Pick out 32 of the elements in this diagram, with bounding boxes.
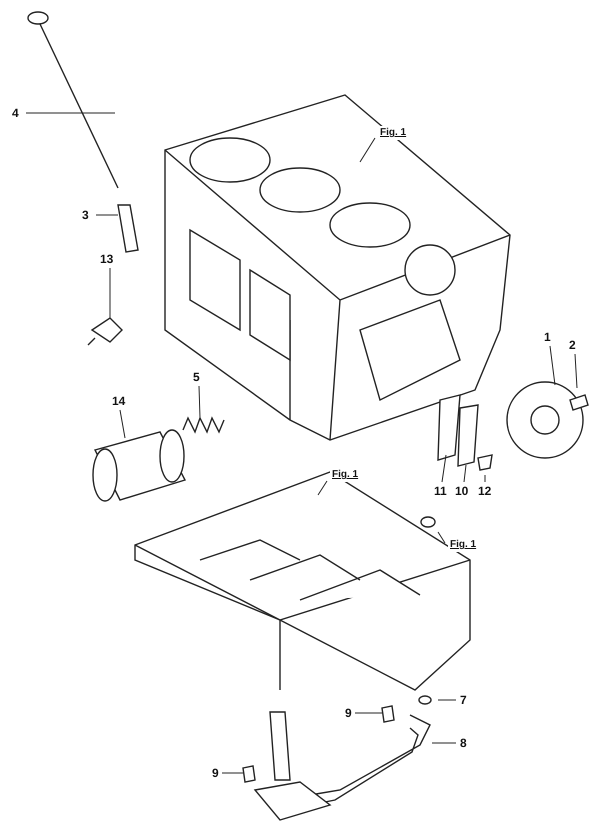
figure-reference: Fig. 1 (330, 468, 360, 482)
callout-number: 2 (569, 338, 576, 352)
callout-number: 13 (100, 252, 114, 266)
leader-line (222, 772, 244, 774)
leader-line (432, 742, 456, 744)
callout-number: 3 (82, 208, 89, 222)
callout-number: 10 (455, 484, 468, 498)
leader-line (198, 386, 200, 418)
leader-line (464, 464, 466, 482)
leader-line (550, 346, 556, 386)
callout-number: 1 (544, 330, 551, 344)
leader-line (26, 112, 116, 114)
leader-line (318, 480, 328, 496)
callout-number: 7 (460, 693, 467, 707)
callout-number: 9 (345, 706, 352, 720)
callout-number: 8 (460, 736, 467, 750)
leader-line (438, 532, 446, 544)
figure-reference: Fig. 1 (378, 126, 408, 140)
leader-line (442, 454, 446, 482)
leader-line (360, 138, 376, 162)
callout-number: 12 (478, 484, 492, 498)
callout-number: 11 (434, 484, 447, 498)
figure-reference: Fig. 1 (448, 538, 478, 552)
leader-line (120, 410, 126, 438)
callout-number: 14 (112, 394, 126, 408)
leader-line (354, 712, 382, 714)
callout-number: 4 (12, 106, 19, 120)
leader-line (96, 214, 118, 216)
callout-number: 9 (212, 766, 219, 780)
leader-line (484, 474, 486, 482)
callout-number: 5 (193, 370, 200, 384)
leader-line (574, 354, 578, 388)
